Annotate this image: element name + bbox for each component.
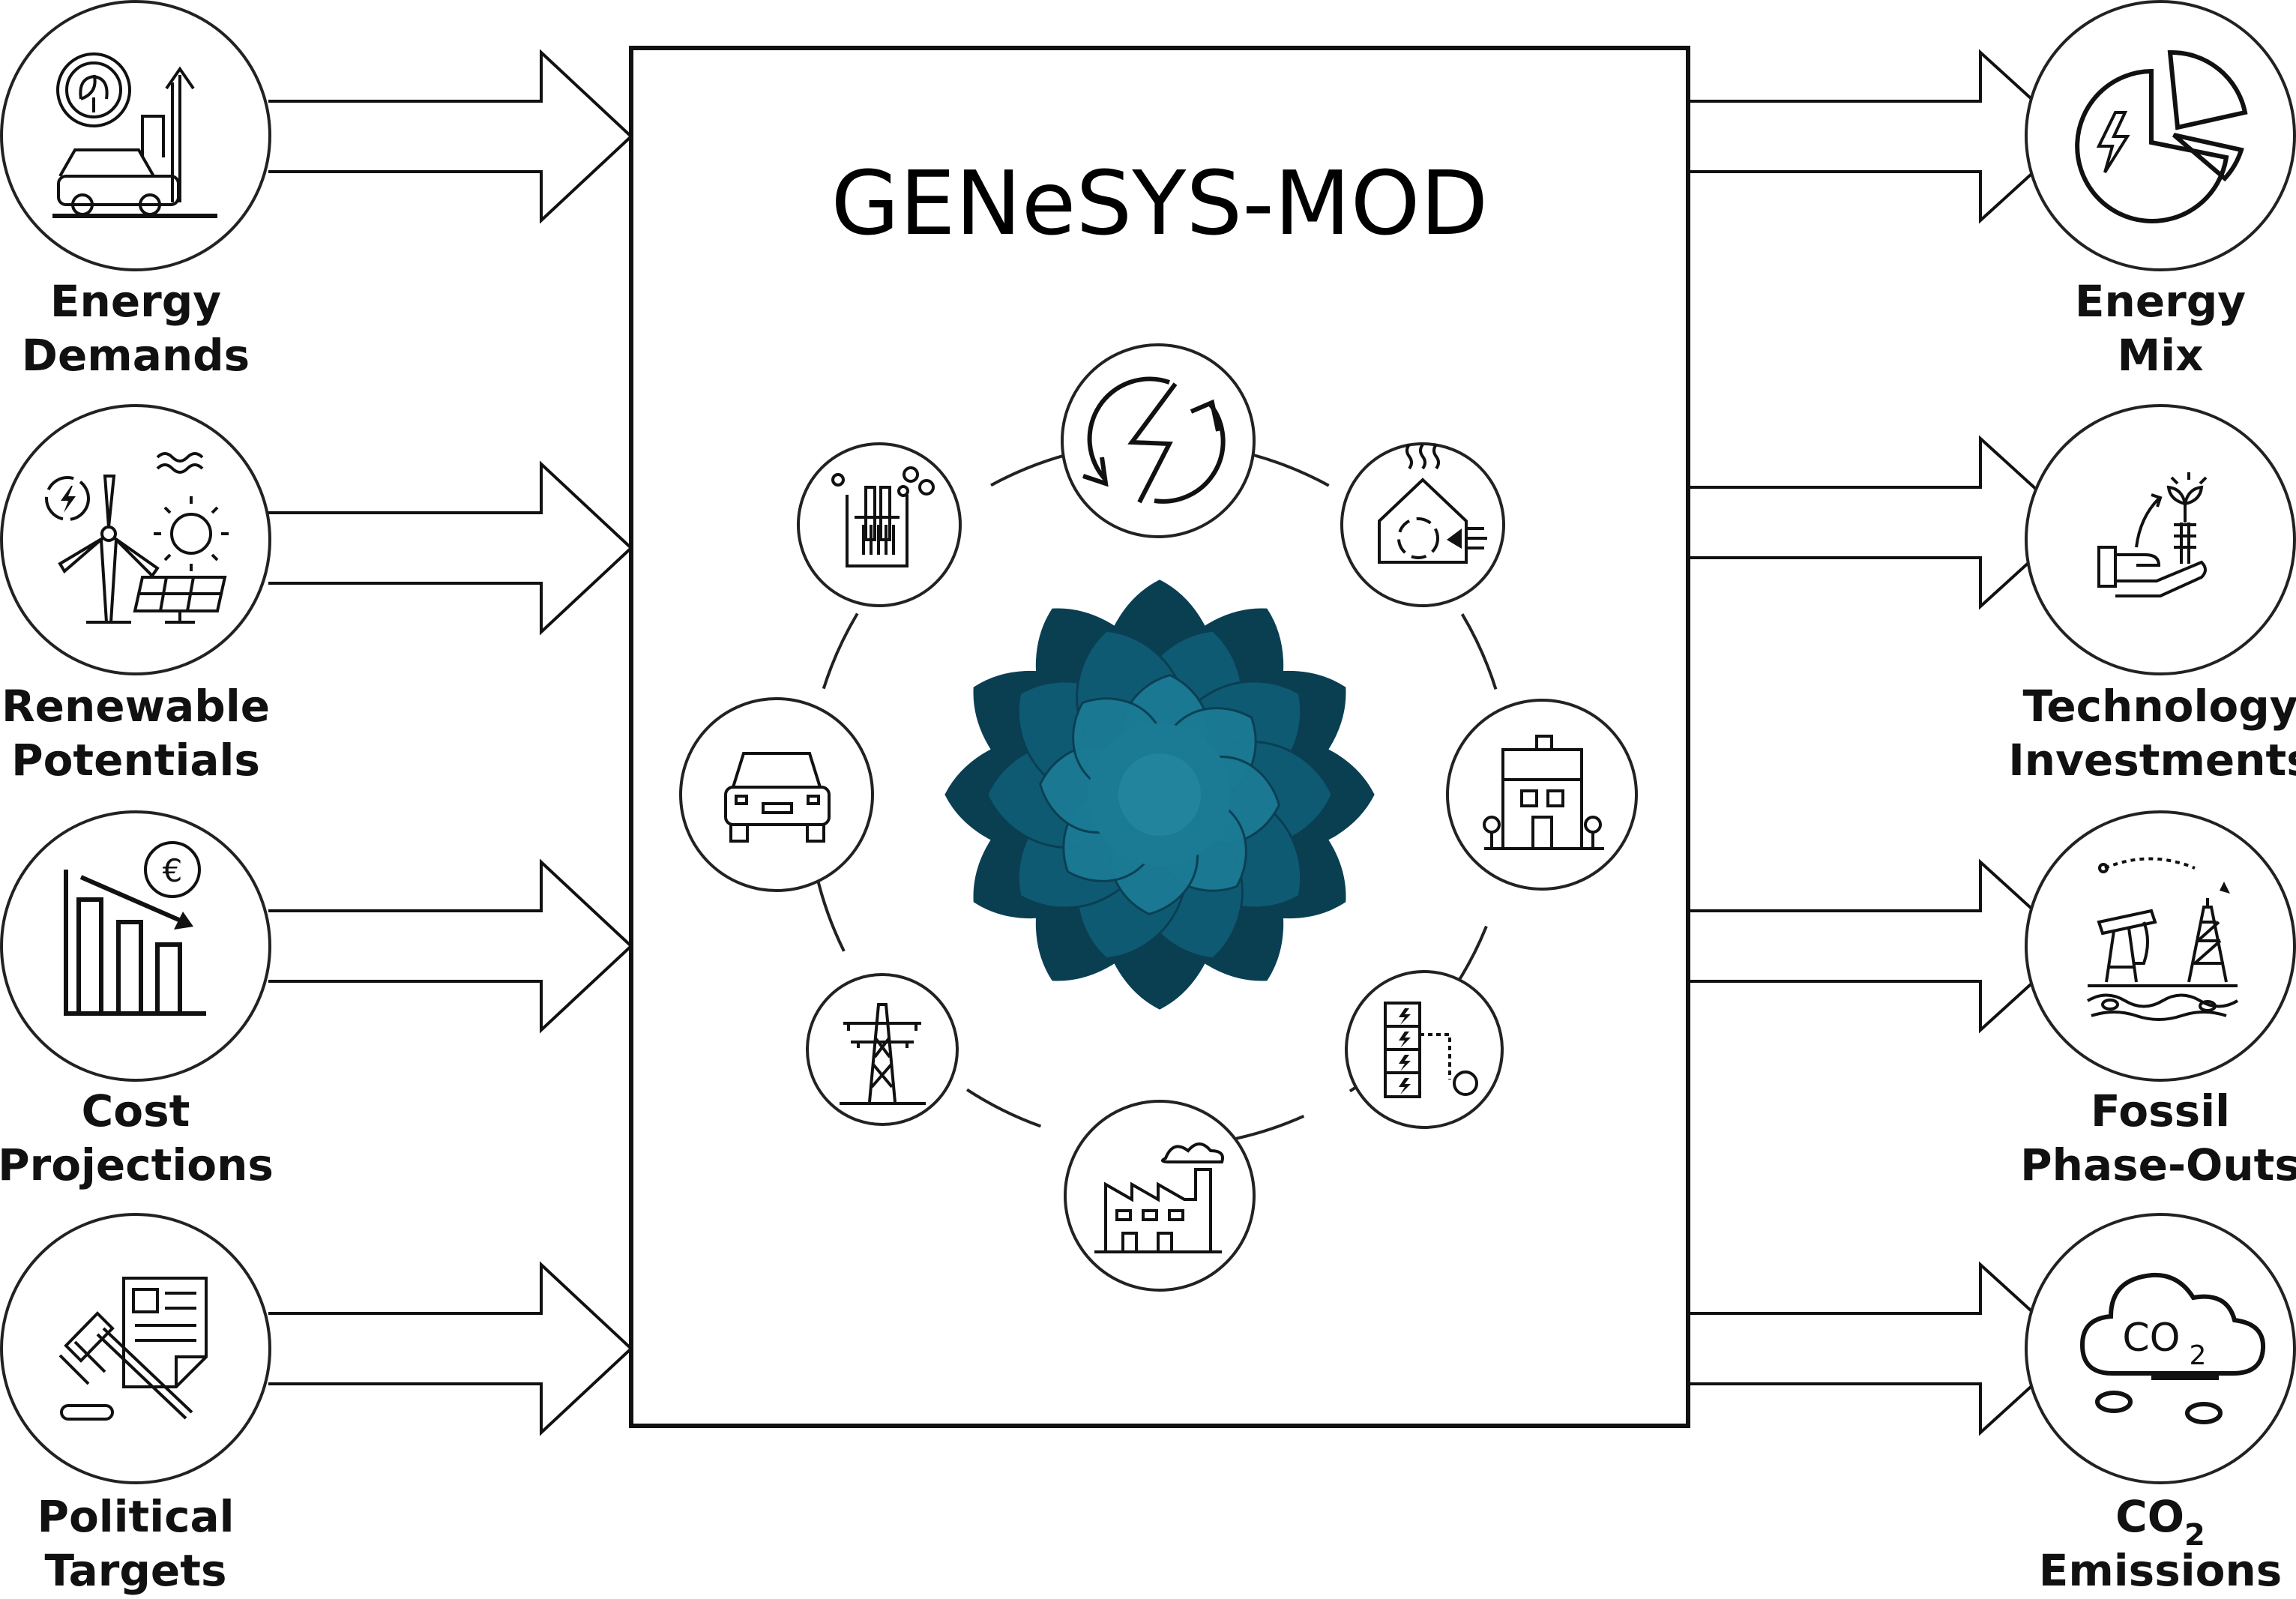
input-label-line1: Energy: [50, 276, 221, 327]
co-text: CO: [2115, 1491, 2184, 1542]
output-arrow-energy-mix: [1688, 49, 2048, 224]
house-heat-icon: [1340, 442, 1505, 607]
car-growth-icon: [0, 0, 271, 271]
transmission-tower-icon: [806, 973, 959, 1126]
input-arrow-renewable-potentials: [268, 460, 633, 636]
wind-solar-icon: [0, 404, 271, 675]
output-label-line2: Phase-Outs: [2020, 1139, 2296, 1190]
output-label-line1: Energy: [2075, 276, 2246, 327]
output-label-line2: Investments: [2008, 735, 2296, 786]
hand-plant-investment-icon: [2025, 404, 2296, 675]
model-title: GENeSYS-MOD: [831, 151, 1489, 255]
input-label-line2: Targets: [45, 1545, 227, 1596]
factory-icon: [1064, 1100, 1256, 1292]
input-label-line2: Demands: [22, 330, 250, 381]
cloud-co-subscript: 2: [2190, 1340, 2207, 1371]
cost-decline-chart-icon: €: [0, 810, 271, 1082]
input-label-line1: Political: [37, 1491, 234, 1542]
output-label-line1: Fossil: [2091, 1085, 2230, 1136]
output-arrow-fossil-phase-outs: [1688, 858, 2048, 1034]
input-label-line2: Projections: [0, 1139, 274, 1190]
output-arrow-co2-emissions: [1688, 1261, 2048, 1436]
car-icon: [679, 697, 874, 892]
co2-cloud-icon: CO 2: [2025, 1213, 2296, 1484]
output-arrow-technology-investments: [1688, 435, 2048, 610]
gavel-document-icon: [0, 1213, 271, 1484]
power-cycle-icon: [1061, 343, 1256, 538]
pie-chart-energy-icon: [2025, 0, 2296, 271]
genesys-flower-logo: [944, 579, 1375, 1010]
input-label-line2: Potentials: [11, 735, 260, 786]
input-label-line1: Renewable: [1, 681, 270, 732]
house-icon: [1446, 699, 1638, 891]
input-label-line1: Cost: [82, 1085, 190, 1136]
co2-subscript: 2: [2184, 1518, 2205, 1553]
electrolyzer-icon: [797, 442, 962, 607]
output-label-line2: Emissions: [2039, 1545, 2283, 1596]
output-label-line2: Mix: [2117, 330, 2203, 381]
oil-pump-rig-icon: [2025, 810, 2296, 1082]
output-label-line1: Technology: [2022, 681, 2296, 732]
svg-text:€: €: [163, 852, 183, 889]
output-label-line1: CO2: [2115, 1491, 2205, 1553]
cloud-co-text: CO: [2122, 1316, 2180, 1361]
input-arrow-political-targets: [268, 1261, 633, 1436]
battery-storage-icon: [1345, 970, 1504, 1129]
input-arrow-energy-demands: [268, 49, 633, 224]
input-arrow-cost-projections: [268, 858, 633, 1034]
